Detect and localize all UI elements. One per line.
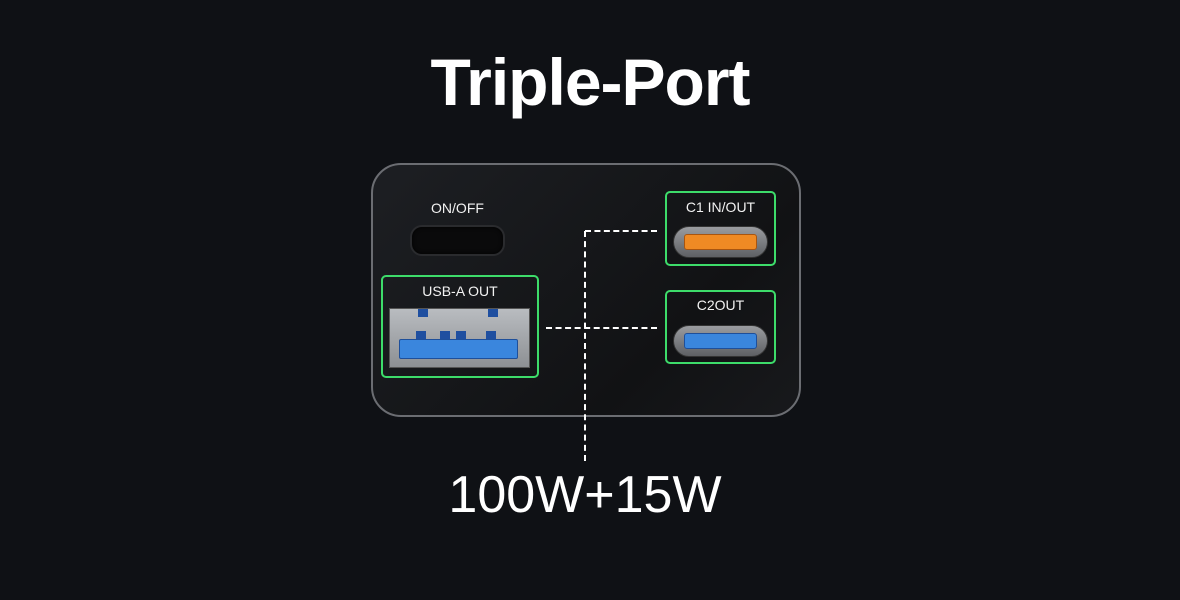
c1-highlight (665, 191, 776, 266)
c2-highlight (665, 290, 776, 364)
connector-line-usba-c2 (546, 327, 657, 329)
page-title: Triple-Port (430, 45, 750, 119)
power-output-label: 100W+15W (448, 466, 722, 524)
connector-line-vertical (584, 231, 586, 461)
connector-line-c1 (585, 230, 657, 232)
usb-c1-port-icon (673, 226, 768, 258)
power-switch (410, 225, 505, 256)
switch-label: ON/OFF (431, 200, 484, 216)
c1-label: C1 IN/OUT (685, 199, 756, 215)
usb-a-port-icon (389, 308, 530, 368)
usb-c2-port-icon (673, 325, 768, 357)
c2-label: C2OUT (696, 297, 745, 313)
usb-a-label: USB-A OUT (422, 283, 498, 299)
usb-a-highlight (381, 275, 539, 378)
